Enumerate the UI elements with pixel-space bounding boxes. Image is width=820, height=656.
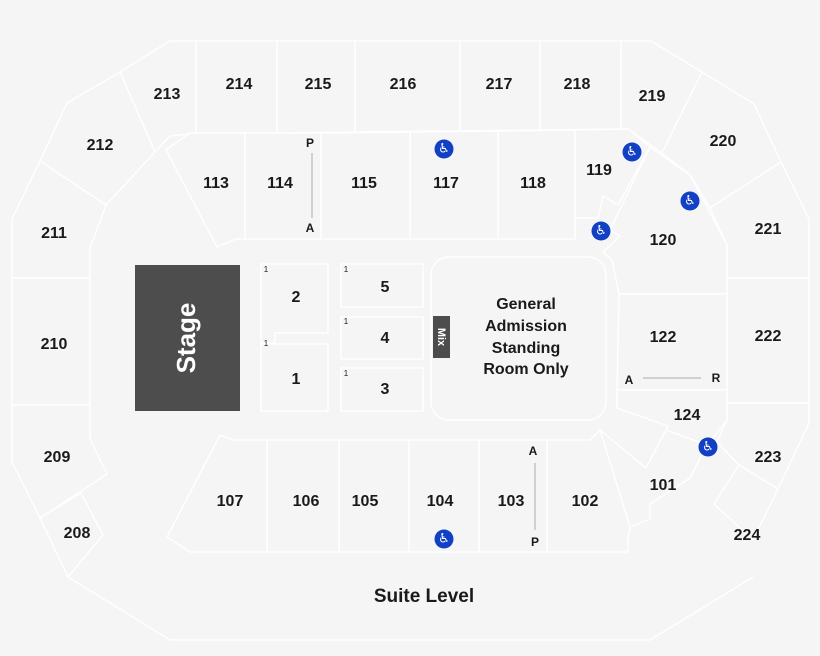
section-208[interactable] (39, 492, 104, 579)
svg-text:♿: ♿ (702, 440, 714, 455)
section-114[interactable] (244, 132, 322, 240)
section-117[interactable] (409, 130, 499, 240)
wheelchair-icon[interactable]: ♿ (680, 191, 700, 211)
svg-text:♿: ♿ (626, 145, 638, 160)
floor-section-2[interactable] (260, 263, 329, 344)
section-120[interactable] (601, 145, 728, 295)
general-admission-area[interactable] (430, 256, 607, 421)
svg-text:♿: ♿ (438, 142, 450, 157)
section-106[interactable] (266, 439, 340, 553)
floor-section-3[interactable] (340, 367, 424, 412)
section-222[interactable] (726, 277, 810, 404)
suite-level-area[interactable] (67, 576, 754, 641)
svg-text:♿: ♿ (684, 194, 696, 209)
accessible-seating: ♿ ♿ ♿ ♿ ♿ ♿ (434, 139, 718, 549)
stage[interactable] (135, 265, 240, 411)
lower-level (165, 128, 728, 553)
upper-level (11, 40, 810, 579)
floor-section-5[interactable] (340, 263, 424, 308)
section-210[interactable] (11, 277, 91, 406)
floor: Stage Mix (135, 256, 607, 421)
section-209[interactable] (11, 404, 108, 520)
section-218[interactable] (539, 40, 622, 131)
wheelchair-icon[interactable]: ♿ (698, 437, 718, 457)
section-115[interactable] (320, 131, 411, 240)
section-118[interactable] (497, 129, 576, 240)
wheelchair-icon[interactable]: ♿ (622, 142, 642, 162)
floor-section-1[interactable] (260, 343, 329, 412)
section-216[interactable] (354, 40, 461, 133)
svg-text:♿: ♿ (438, 532, 450, 547)
section-102[interactable] (546, 428, 631, 553)
floor-section-4[interactable] (340, 316, 424, 360)
wheelchair-icon[interactable]: ♿ (434, 139, 454, 159)
section-122[interactable] (616, 293, 728, 391)
section-101[interactable] (598, 427, 708, 528)
wheelchair-icon[interactable]: ♿ (591, 221, 611, 241)
section-107[interactable] (166, 434, 268, 553)
section-105[interactable] (338, 439, 410, 553)
section-215[interactable] (276, 40, 356, 134)
mix-position (433, 316, 450, 358)
wheelchair-icon[interactable]: ♿ (434, 529, 454, 549)
section-214[interactable] (195, 40, 278, 134)
svg-text:♿: ♿ (595, 224, 607, 239)
section-103[interactable] (478, 439, 548, 553)
section-224[interactable] (713, 464, 779, 542)
section-217[interactable] (459, 40, 541, 132)
